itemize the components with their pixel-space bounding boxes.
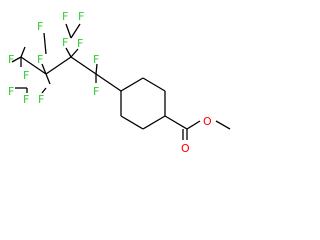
cf-bond (65, 23, 72, 39)
molecule-drawing: F F F F F F F F F F F F F O O (8, 10, 231, 155)
fluorine-label: F (62, 10, 68, 23)
fluorine-label: F (93, 85, 99, 98)
upper-cf-bonds (15, 23, 81, 94)
fluorine-label: F (77, 37, 83, 50)
fluorine-label: F (23, 69, 29, 82)
perfluoro-chain-bonds (20, 56, 122, 92)
ring-bond (142, 115, 166, 130)
fluorine-label: F (93, 53, 99, 66)
ring-bond (120, 115, 144, 130)
fluorine-label: F (37, 20, 43, 33)
cf-bond (65, 47, 72, 58)
cf-bond (95, 63, 98, 75)
structure-canvas: F F F F F F F F F F F F F O O (8, 10, 231, 155)
cf-bond (41, 87, 47, 94)
cf-bond (70, 23, 81, 39)
chain-bond-c2-c3 (45, 56, 72, 75)
cf-bond (45, 73, 51, 85)
chain-to-ring-bond (95, 73, 122, 92)
fluorine-label: F (8, 85, 14, 98)
ring-bond (120, 77, 144, 92)
carbonyl-to-ether-o-bond (186, 120, 201, 130)
fluorine-label: F (78, 10, 84, 23)
fluorine-label: F (62, 36, 68, 49)
cf-bond (43, 32, 47, 55)
carbon-fluorine-bonds (11, 46, 98, 85)
carbonyl-oxygen-label: O (181, 142, 190, 155)
ring-to-carbonyl-bond (164, 115, 188, 130)
ring-bond (142, 77, 166, 92)
cyclohexane-ring (120, 77, 166, 130)
ether-oxygen-label: O (203, 115, 212, 128)
fluorine-label: F (38, 93, 44, 106)
cf-bond (70, 48, 79, 58)
fluorine-label: F (37, 53, 43, 66)
fluorine-labels: F F F F F F F F F F F F F (8, 10, 99, 106)
fluorine-label: F (23, 93, 29, 106)
fluorine-label: F (8, 53, 14, 66)
chain-bond-c1-c2 (70, 56, 97, 75)
cf-bond (11, 56, 22, 63)
oxygen-labels: O O (181, 115, 212, 155)
ether-o-to-methyl-bond (215, 120, 231, 130)
methyl-ester-group (164, 115, 231, 140)
cf-bond (20, 46, 26, 58)
cf-bond (41, 63, 47, 75)
chain-bond-c3-c4 (20, 56, 47, 75)
